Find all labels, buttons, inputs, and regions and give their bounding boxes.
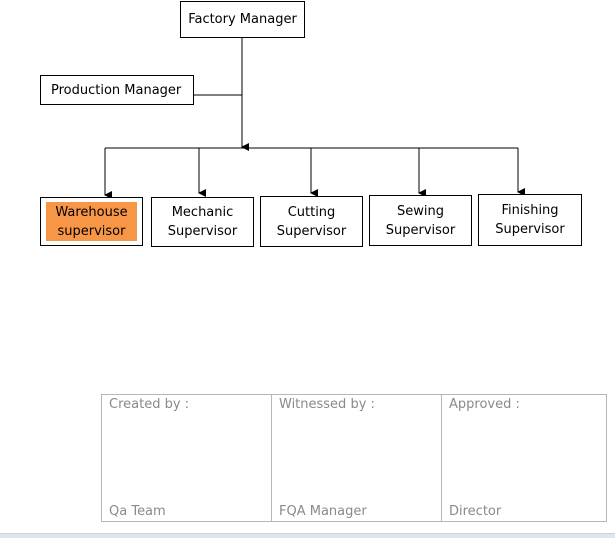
finishing-supervisor-label: Finishing Supervisor <box>495 201 564 239</box>
warehouse-line2: supervisor <box>57 223 126 239</box>
factory-manager-box: Factory Manager <box>180 1 305 38</box>
mechanic-supervisor-box: Mechanic Supervisor <box>151 197 254 247</box>
approved-by-value: Director <box>449 504 502 519</box>
witnessed-by-value: FQA Manager <box>279 504 367 519</box>
approved-label: Approved : <box>449 397 520 412</box>
sewing-line1: Sewing <box>397 203 444 219</box>
warehouse-supervisor-label: Warehouse supervisor <box>55 203 127 241</box>
factory-manager-label: Factory Manager <box>188 12 297 27</box>
window-bottom-edge <box>0 533 615 538</box>
warehouse-supervisor-box: Warehouse supervisor <box>40 197 143 246</box>
production-manager-label: Production Manager <box>51 82 182 98</box>
finishing-supervisor-box: Finishing Supervisor <box>478 194 582 246</box>
cutting-line2: Supervisor <box>276 223 347 239</box>
finishing-line1: Finishing <box>501 203 559 218</box>
mechanic-supervisor-label: Mechanic Supervisor <box>168 203 237 241</box>
cutting-supervisor-box: Cutting Supervisor <box>260 196 363 247</box>
sewing-supervisor-label: Sewing Supervisor <box>386 202 455 240</box>
sewing-line2: Supervisor <box>385 222 456 238</box>
cutting-line1: Cutting <box>287 204 336 220</box>
created-cell: Created by : Qa Team <box>102 395 272 521</box>
cutting-supervisor-label: Cutting Supervisor <box>277 203 346 241</box>
sewing-supervisor-box: Sewing Supervisor <box>369 195 472 246</box>
mechanic-line2: Supervisor <box>167 224 238 239</box>
witnessed-label: Witnessed by : <box>279 397 375 412</box>
created-by-value: Qa Team <box>109 504 166 519</box>
created-label: Created by : <box>109 397 190 412</box>
witnessed-cell: Witnessed by : FQA Manager <box>272 395 442 521</box>
signoff-table: Created by : Qa Team Witnessed by : FQA … <box>101 394 607 522</box>
approved-cell: Approved : Director <box>442 395 606 521</box>
warehouse-highlight: Warehouse supervisor <box>46 202 137 241</box>
finishing-line2: Supervisor <box>495 222 565 237</box>
mechanic-line1: Mechanic <box>171 205 234 220</box>
warehouse-line1: Warehouse <box>55 204 128 220</box>
production-manager-box: Production Manager <box>40 75 194 105</box>
